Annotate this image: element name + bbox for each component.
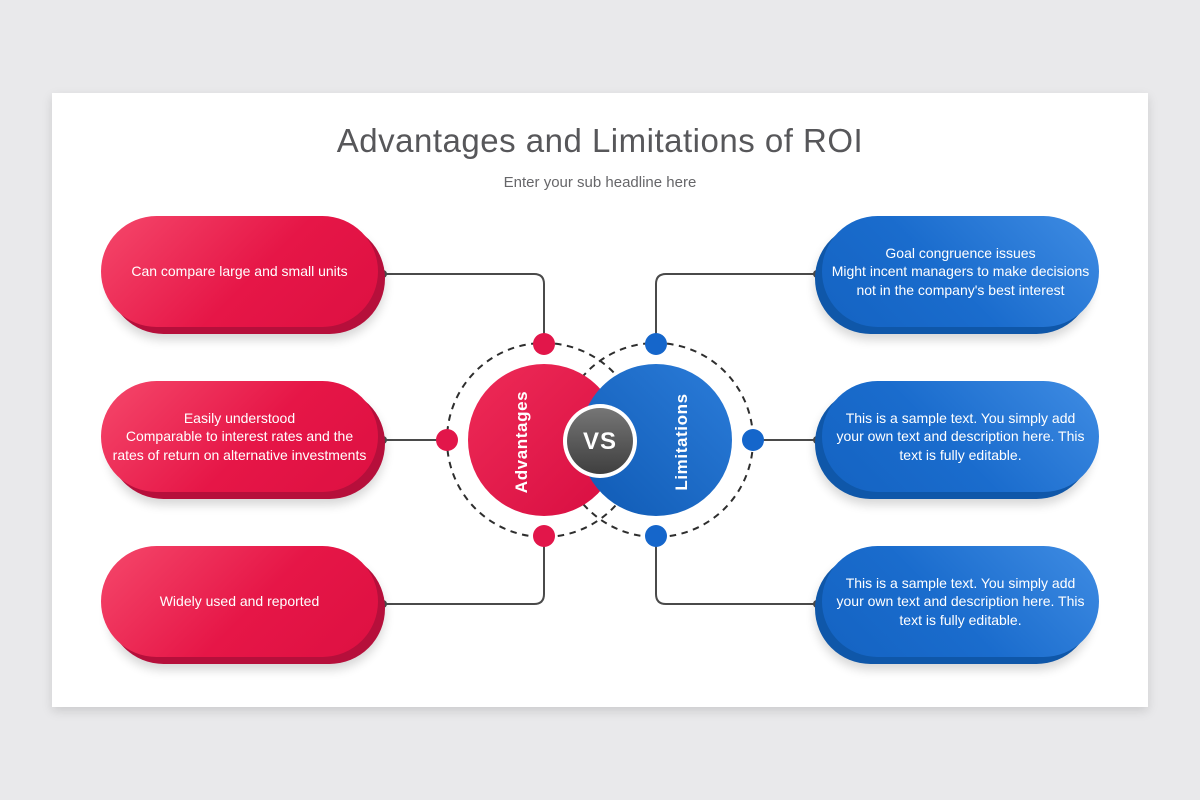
pill-body: Easily understood Comparable to interest…	[101, 381, 378, 492]
page-title: Advantages and Limitations of ROI	[336, 122, 864, 159]
page-subtitle: Enter your sub headline here	[503, 174, 697, 191]
advantage-pill-1-text: Can compare large and small units	[131, 263, 348, 280]
limitation-pill-2-text: This is a sample text. You simply add yo…	[836, 410, 1085, 463]
pill-body: Can compare large and small units	[101, 216, 378, 327]
advantage-pill-3: Widely used and reported	[101, 546, 385, 664]
advantage-pill-3-text: Widely used and reported	[159, 593, 320, 610]
limitation-pill-3: This is a sample text. You simply add yo…	[815, 546, 1099, 664]
connector-left-top	[383, 273, 545, 344]
connector-left-bottom	[383, 536, 545, 605]
limitation-pill-2: This is a sample text. You simply add yo…	[815, 381, 1099, 499]
advantages-circle	[468, 364, 620, 516]
connector-lines	[383, 273, 817, 605]
pill-body: Widely used and reported	[101, 546, 378, 657]
limitation-pill-1: Goal congruence issues Might incent mana…	[815, 216, 1099, 334]
vs-label: VS	[583, 428, 617, 455]
advantage-pill-2-text: Easily understood Comparable to interest…	[112, 410, 367, 463]
limitations-circle-label: Limitations	[672, 393, 691, 491]
orbit-dot-icon	[645, 525, 667, 547]
advantage-pill-1: Can compare large and small units	[101, 216, 385, 334]
advantages-orbit-dots	[436, 333, 555, 547]
orbit-dot-icon	[533, 525, 555, 547]
pill-body: This is a sample text. You simply add yo…	[822, 381, 1099, 492]
advantage-pill-2: Easily understood Comparable to interest…	[101, 381, 385, 499]
limitation-pill-3-text: This is a sample text. You simply add yo…	[836, 575, 1085, 628]
limitations-orbit-dots	[645, 333, 764, 547]
limitations-circle	[580, 364, 732, 516]
orbit-dot-icon	[645, 333, 667, 355]
pill-body: This is a sample text. You simply add yo…	[822, 546, 1099, 657]
connector-right-top	[655, 273, 817, 344]
orbit-dot-icon	[742, 429, 764, 451]
orbit-dot-icon	[436, 429, 458, 451]
pill-body: Goal congruence issues Might incent mana…	[822, 216, 1099, 327]
connector-right-bottom	[655, 536, 817, 605]
vs-badge	[567, 408, 633, 474]
orbit-dot-icon	[533, 333, 555, 355]
limitation-pill-1-text: Goal congruence issues Might incent mana…	[831, 245, 1090, 298]
advantages-circle-label: Advantages	[512, 390, 531, 494]
